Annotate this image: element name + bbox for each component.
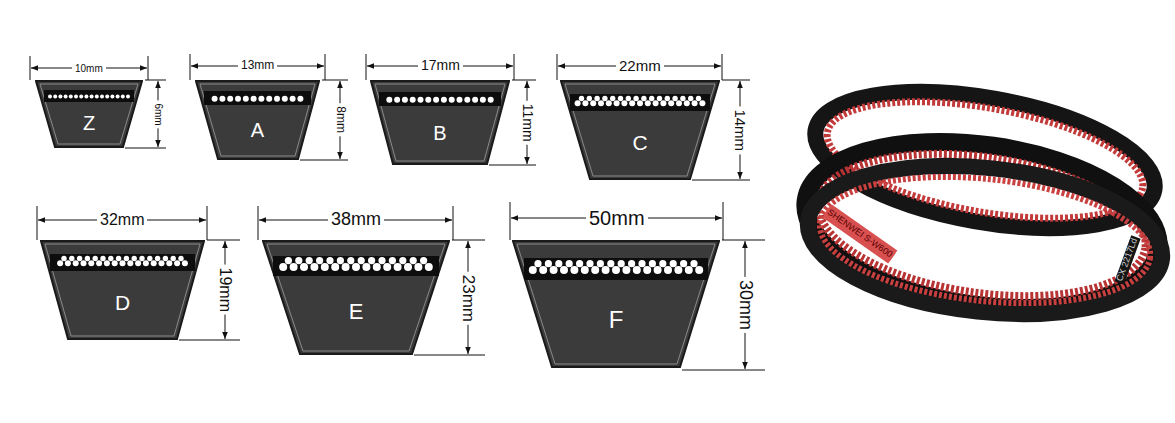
belt-section: E (262, 240, 450, 355)
dimension-label: 50mm (586, 207, 648, 229)
belt-section: Z (35, 80, 143, 148)
dimension-label: 32mm (97, 211, 147, 229)
belt-section: A (195, 80, 320, 160)
dimension-label: 8mm (334, 103, 347, 136)
dimension-label: 11mm (519, 101, 534, 145)
belt-section: D (40, 240, 205, 340)
dimension-label: 10mm (72, 63, 106, 74)
trapezoid-outline (40, 240, 205, 340)
section-letter: A (195, 120, 320, 140)
belt-photo (795, 69, 1170, 330)
dimension-label: 23mm (458, 272, 477, 325)
dimension-label: 13mm (238, 59, 277, 72)
dimension-label: 6mm (153, 100, 164, 128)
section-letter: F (512, 308, 720, 332)
belt-section: B (370, 80, 510, 165)
dimension-label: 14mm (732, 106, 749, 154)
dimension-label: 17mm (418, 58, 463, 73)
section-letter: D (40, 292, 205, 313)
belt-section: F (512, 240, 720, 368)
section-letter: E (262, 301, 450, 323)
trapezoid-outline (560, 80, 720, 180)
dimension-label: 38mm (328, 210, 384, 230)
section-letter: C (560, 132, 720, 153)
section-letter: Z (35, 113, 143, 133)
section-letter: B (370, 123, 510, 143)
dimension-label: 22mm (616, 58, 664, 75)
belt-print: SHENWEI S-W600 (823, 207, 895, 262)
trapezoid-outline (262, 240, 450, 355)
dimension-label: 30mm (735, 277, 755, 333)
belt-section: C (560, 80, 720, 180)
dimension-label: 19mm (216, 265, 234, 315)
belt-print: CX 2217Ld (1114, 235, 1140, 284)
trapezoid-outline (512, 240, 720, 368)
